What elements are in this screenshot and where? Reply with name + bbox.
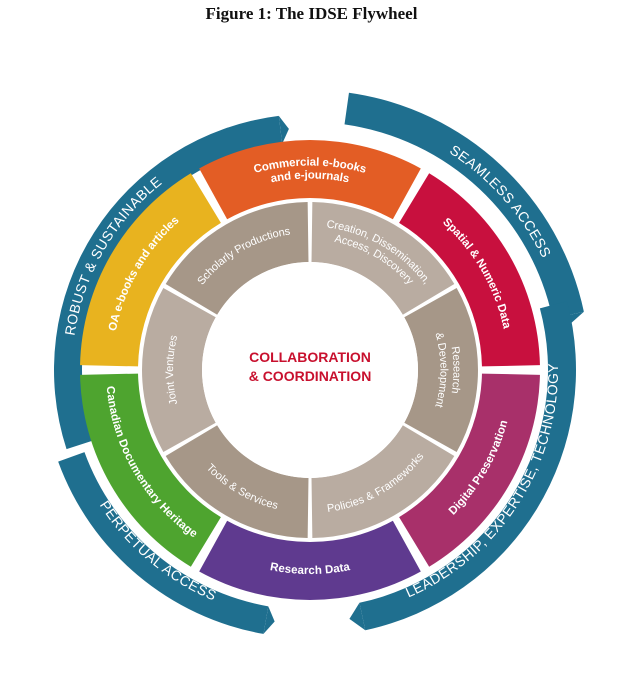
- color-segment-3: [399, 373, 540, 567]
- inner-segment-1: [311, 202, 455, 315]
- inner-segment-3: [311, 425, 455, 538]
- color-segment-5: [80, 373, 221, 567]
- inner-ring: Creation, Dissemination,Access, Discover…: [142, 202, 478, 538]
- inner-segment-label-2: Research: [449, 346, 463, 395]
- inner-segment-label-5: Joint Ventures: [164, 334, 180, 406]
- outer-band-arrow-2: [278, 115, 289, 144]
- inner-segment-2: [404, 288, 478, 452]
- outer-band-arrow-4: [349, 602, 366, 631]
- figure-title: Figure 1: The IDSE Flywheel: [205, 4, 418, 23]
- color-segment-1: [199, 140, 421, 220]
- inner-segment-5: [142, 288, 216, 452]
- center-label-line2: & COORDINATION: [249, 368, 372, 384]
- center-label-line1: COLLABORATION: [249, 349, 371, 365]
- color-segment-6: [80, 173, 221, 367]
- color-segment-label-4: Research Data: [269, 561, 351, 577]
- inner-segment-6: [165, 202, 309, 315]
- inner-segment-4: [165, 425, 309, 538]
- outer-band-2: [54, 115, 283, 450]
- center-circle: [202, 262, 418, 478]
- outer-band-4: [359, 301, 577, 631]
- inner-segment-label-2: & Development: [433, 331, 450, 409]
- outer-band-3: [58, 452, 269, 634]
- color-segment-2: [399, 173, 540, 367]
- color-segment-4: [199, 520, 421, 600]
- outer-band-1: [344, 92, 584, 319]
- outer-band-arrow-3: [263, 606, 275, 634]
- color-segment-label-1: and e-journals: [270, 170, 351, 186]
